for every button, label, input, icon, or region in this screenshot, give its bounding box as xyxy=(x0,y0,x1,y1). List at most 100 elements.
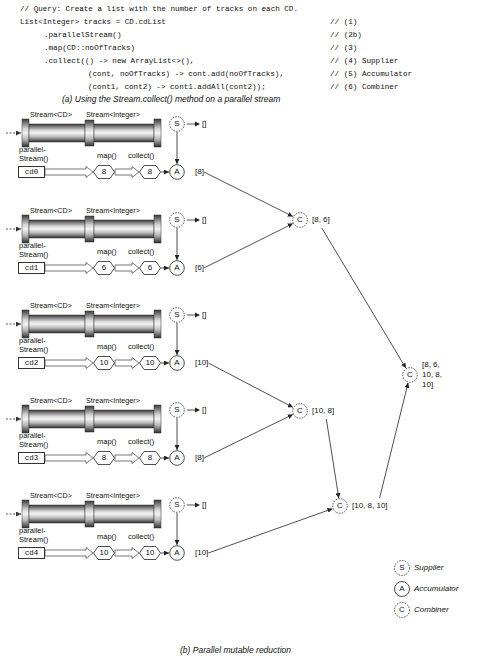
value-hexagon: 8 xyxy=(93,165,115,179)
stream-type: Stream<Integer> xyxy=(86,397,140,405)
container-value: [10, 8, 10] xyxy=(352,501,388,511)
node-symbol: A xyxy=(169,260,185,276)
operation-name: collect() xyxy=(128,533,154,542)
code-line: (cont, noOfTracks) -> cont.add(noOfTrack… xyxy=(88,69,284,79)
circle-shape: A xyxy=(169,545,185,561)
code-line: .map(CD::noOfTracks) xyxy=(44,43,135,53)
flow-arrow xyxy=(161,172,169,173)
circle-shape: S xyxy=(169,212,185,228)
circle-outline xyxy=(170,308,185,323)
supply-arrow xyxy=(187,410,196,411)
container-value: [] xyxy=(202,310,206,320)
operation-name: parallel- Stream() xyxy=(19,432,63,449)
operation-name: parallel- Stream() xyxy=(19,242,63,259)
legend-circle xyxy=(395,561,410,576)
code-comment: // (5) Accumulator xyxy=(330,69,412,79)
combiner-node: C[10, 8] xyxy=(292,403,334,419)
flow-arrow xyxy=(177,228,178,260)
value-hexagon: 6 xyxy=(139,261,161,275)
stream-pipe xyxy=(6,500,161,528)
flow-arrow xyxy=(208,363,293,407)
track-count: 6 xyxy=(139,261,161,275)
container-value: [8, 6] xyxy=(312,215,330,225)
block-arrow xyxy=(45,358,93,369)
block-arrow xyxy=(45,548,93,559)
node-symbol: A xyxy=(169,164,185,180)
stream-type: Stream<Integer> xyxy=(86,111,140,119)
supplier-node: S[] xyxy=(169,307,206,323)
container-value: [8, 6, 10, 8, 10] xyxy=(422,360,448,390)
flow-arrow xyxy=(208,509,332,553)
container-value: [10, 8] xyxy=(312,406,334,416)
arrow-head xyxy=(195,408,200,413)
track-count: 10 xyxy=(139,356,161,370)
supplier-node: S[] xyxy=(169,116,206,132)
value-hexagon: 10 xyxy=(93,356,115,370)
circle-outline xyxy=(170,403,185,418)
legend-circle xyxy=(395,582,410,597)
legend-text: Supplier xyxy=(414,563,443,572)
stream-type: Stream<CD> xyxy=(30,397,72,405)
circle-outline xyxy=(170,356,185,371)
stream-type: Stream<CD> xyxy=(30,492,72,500)
cd-label: cd0 xyxy=(25,168,39,176)
track-count: 8 xyxy=(93,451,115,465)
block-arrow xyxy=(45,453,93,464)
circle-shape: A xyxy=(169,260,185,276)
stream-pipe xyxy=(6,310,161,338)
flow-arrow xyxy=(326,419,339,498)
code-comment: // (1) xyxy=(330,17,357,27)
cd-box: cd3 xyxy=(18,452,45,464)
supply-arrow xyxy=(187,220,196,221)
supply-arrow xyxy=(187,124,196,125)
block-arrow xyxy=(115,548,139,559)
node-symbol: C xyxy=(292,212,308,228)
legend-symbol: A xyxy=(394,584,410,594)
node-symbol: C xyxy=(332,498,348,514)
flow-arrow xyxy=(204,415,293,459)
cd-label: cd2 xyxy=(25,359,39,367)
value-hexagon: 6 xyxy=(93,261,115,275)
node-symbol: S xyxy=(169,402,185,418)
circle-outline xyxy=(170,261,185,276)
circle-shape: C xyxy=(332,498,348,514)
legend-symbol: S xyxy=(394,563,410,573)
code-comment: // (4) Supplier xyxy=(330,56,398,66)
track-count: 6 xyxy=(93,261,115,275)
cd-label: cd3 xyxy=(25,454,39,462)
block-arrow xyxy=(45,263,93,274)
node-symbol: A xyxy=(169,545,185,561)
accumulator-node: A [8] xyxy=(169,164,204,180)
flow-arrow xyxy=(204,172,293,216)
code-comment: // Query: Create a list with the number … xyxy=(20,4,298,14)
code-line: .parallelStream() xyxy=(44,30,121,40)
legend-text: Combiner xyxy=(414,605,449,614)
container-value: [8] xyxy=(195,167,204,177)
supply-arrow xyxy=(187,216,200,224)
container-value: [] xyxy=(202,500,206,510)
combiner-node: C [10, 8, 10] xyxy=(332,498,388,514)
circle-outline xyxy=(170,213,185,228)
block-arrow xyxy=(115,167,139,178)
accumulator-node: A[6] xyxy=(169,260,204,276)
circle-outline xyxy=(293,404,308,419)
supply-arrow xyxy=(187,406,200,414)
operation-name: map() xyxy=(97,438,117,447)
supplier-node: S[] xyxy=(169,497,206,513)
supply-arrow xyxy=(187,311,200,319)
track-count: 8 xyxy=(93,165,115,179)
code-comment: // (3) xyxy=(330,43,357,53)
block-arrow xyxy=(115,453,139,464)
cd-box: cd0 xyxy=(18,166,45,178)
container-value: [] xyxy=(202,405,206,415)
block-arrow xyxy=(45,167,93,178)
stream-type: Stream<CD> xyxy=(30,207,72,215)
supply-arrow xyxy=(187,120,200,128)
circle-outline xyxy=(170,117,185,132)
node-symbol: C xyxy=(402,367,418,383)
flow-arrow xyxy=(161,458,169,459)
container-value: [10] xyxy=(195,358,208,368)
circle-shape: A xyxy=(169,164,185,180)
flow-arrow xyxy=(322,228,406,368)
legend-symbol: C xyxy=(394,605,410,615)
